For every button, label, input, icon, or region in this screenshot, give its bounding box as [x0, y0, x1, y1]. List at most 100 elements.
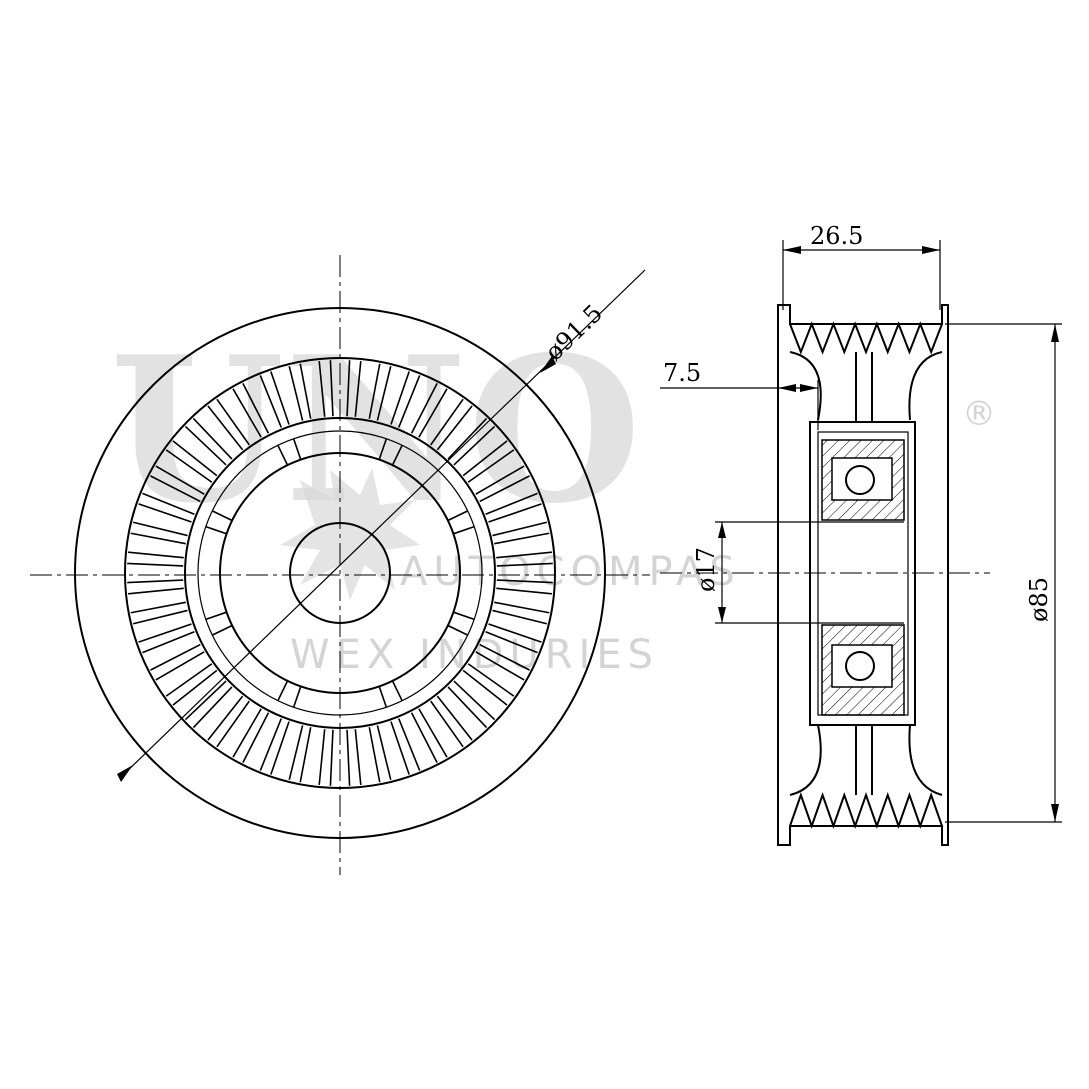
rib-line: [354, 729, 362, 786]
rib-zone-outer-circle: [124, 357, 556, 789]
rib-line: [430, 398, 464, 446]
hub-ring-outer: [197, 430, 483, 716]
groove-arrow-bottom: [1051, 804, 1059, 822]
rib-line: [494, 601, 550, 614]
rib-line: [475, 465, 525, 495]
hub-notch-line: [453, 611, 475, 621]
rib-line: [259, 375, 283, 428]
rib-line: [410, 712, 438, 763]
hub-notch-line: [277, 444, 289, 466]
rib-line: [132, 521, 188, 537]
rib-line: [299, 363, 312, 419]
rib-line: [494, 532, 550, 545]
rib-line: [138, 503, 192, 523]
diameter-leader-line: [119, 269, 646, 779]
rib-line: [127, 579, 184, 584]
rib-line: [165, 663, 213, 697]
rib-line: [130, 532, 186, 545]
rib-line: [346, 729, 351, 786]
rib-line: [390, 721, 410, 775]
rib-line: [288, 365, 304, 421]
rib-line: [376, 365, 392, 421]
hub-ring-inner: [219, 452, 461, 694]
rib-line: [165, 449, 213, 483]
rib-line: [138, 623, 192, 643]
bore-circle: [289, 522, 391, 624]
bore-arrow-bottom: [718, 607, 726, 623]
rib-line: [184, 425, 227, 466]
watermark-line1: AUTOCOMPAS: [400, 549, 741, 595]
rib-line: [207, 695, 244, 741]
rib-line: [492, 521, 548, 537]
groove-arrow-top: [1051, 324, 1059, 342]
rib-line: [467, 449, 515, 483]
rib-line: [318, 729, 326, 786]
width-label: 26.5: [810, 222, 863, 250]
rib-line: [479, 475, 530, 503]
rib-line: [127, 562, 184, 567]
rib-line: [259, 718, 283, 771]
width-arrow-right: [922, 246, 940, 254]
rib-line: [410, 383, 438, 434]
rib-line: [150, 643, 201, 671]
rib-line: [475, 651, 525, 681]
rib-line: [467, 663, 515, 697]
hub-notch-line: [277, 680, 289, 702]
hub-notch-line: [211, 510, 233, 522]
inner-curve-bottom-right: [908, 724, 943, 796]
rib-line: [232, 708, 262, 758]
watermark-registered-mark: ®: [962, 394, 996, 434]
groove-diameter-label: ø85: [1025, 577, 1053, 622]
rib-line: [142, 630, 195, 654]
offset-arrow-left: [778, 384, 796, 392]
web-top: [855, 352, 873, 422]
rib-line: [232, 388, 262, 438]
bearing-top-ball: [845, 465, 875, 495]
rib-line: [376, 725, 392, 781]
inner-curve-bottom-left: [789, 724, 822, 796]
rib-line: [462, 440, 508, 477]
rib-line: [127, 587, 184, 595]
rib-line: [192, 417, 233, 460]
hub-notch-line: [391, 444, 403, 466]
web-bottom: [855, 725, 873, 795]
offset-arrow-right: [800, 384, 818, 392]
offset-label: 7.5: [663, 359, 701, 387]
rib-line: [354, 360, 362, 417]
rib-line: [453, 425, 496, 466]
inner-curve-top-left: [789, 351, 822, 421]
bore-diameter-label: ø17: [692, 547, 720, 592]
rib-line: [270, 721, 290, 775]
rib-line: [150, 475, 201, 503]
rib-line: [130, 601, 186, 614]
rib-line: [242, 712, 270, 763]
rib-line: [127, 551, 184, 559]
hub-notch-line: [447, 510, 469, 522]
hub-notch-line: [292, 686, 302, 708]
rib-line: [172, 440, 218, 477]
hub-notch-line: [292, 438, 302, 460]
outer-rim-circle: [74, 307, 606, 839]
rib-line: [155, 465, 205, 495]
rib-line: [496, 587, 553, 595]
rib-line: [436, 695, 473, 741]
rib-line: [288, 725, 304, 781]
rib-line: [479, 643, 530, 671]
bottom-belt-grooves: [789, 791, 943, 830]
hub-notch-marks: [205, 438, 475, 708]
diameter-arrow-top: [540, 356, 556, 373]
hub-notch-line: [378, 438, 388, 460]
watermark-gear-icon: [280, 468, 420, 600]
rib-line: [488, 623, 542, 643]
rib-line: [318, 360, 326, 417]
rib-line: [172, 669, 218, 706]
rib-line: [346, 360, 351, 417]
rib-line: [447, 417, 488, 460]
rib-line: [142, 492, 195, 516]
rib-line: [270, 371, 290, 425]
rib-line: [192, 686, 233, 729]
rib-line: [496, 562, 553, 567]
rib-zone-inner-circle: [184, 417, 496, 729]
radial-ribs: [127, 360, 553, 786]
